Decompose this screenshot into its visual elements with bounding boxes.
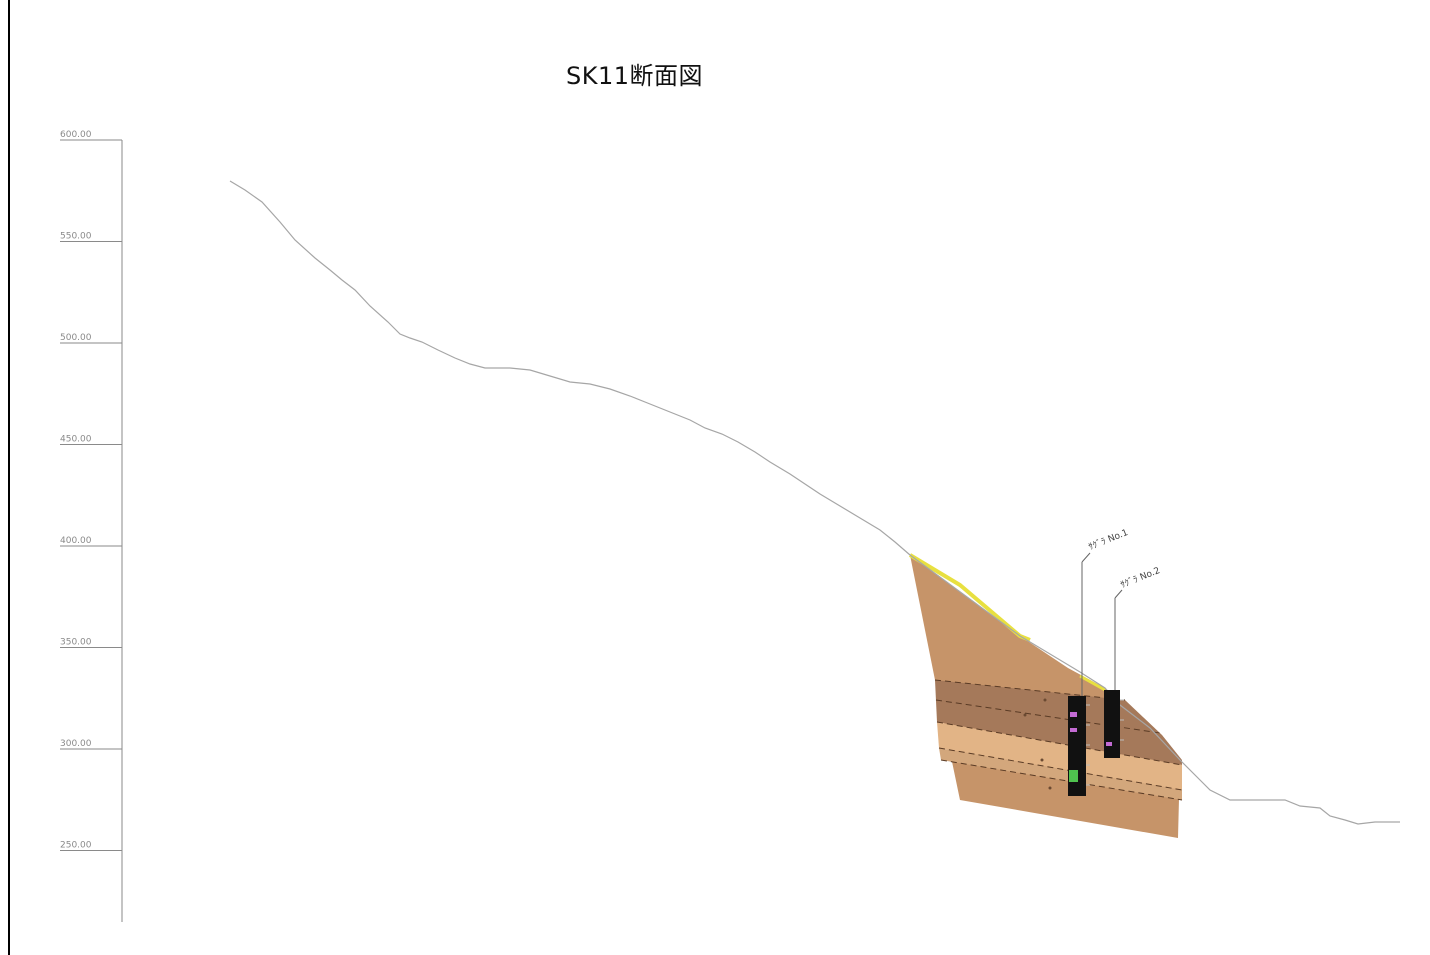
axis-tick-label: 400.00	[60, 536, 92, 546]
axis-tick-label: 250.00	[60, 841, 92, 851]
axis-tick-label: 450.00	[60, 435, 92, 445]
frame-left-border	[8, 0, 10, 955]
axis-tick-label: 550.00	[60, 232, 92, 242]
elevation-axis: 600.00 550.00 500.00 450.00 400.00 350.00 300.…	[60, 130, 123, 922]
axis-tick-label: 300.00	[60, 739, 92, 749]
borehole-2-label: ｻｸﾞﾗ No.2	[1119, 565, 1162, 591]
layer-dark-band	[935, 680, 1182, 765]
axis-tick-label: 350.00	[60, 638, 92, 648]
axis-tick-label: 500.00	[60, 333, 92, 343]
ground-surface-line	[229, 180, 1400, 825]
layer-light-band	[937, 722, 1182, 790]
borehole-1-label: ｻｸﾞﾗ No.1	[1087, 527, 1130, 553]
geologic-body	[908, 553, 1183, 838]
layer-mid-band	[939, 748, 1182, 800]
section-title: SK11断面図	[566, 62, 704, 90]
surface-layer-strip	[908, 553, 1031, 642]
borehole-2-column	[1104, 690, 1120, 758]
axis-tick-label: 600.00	[60, 130, 92, 140]
